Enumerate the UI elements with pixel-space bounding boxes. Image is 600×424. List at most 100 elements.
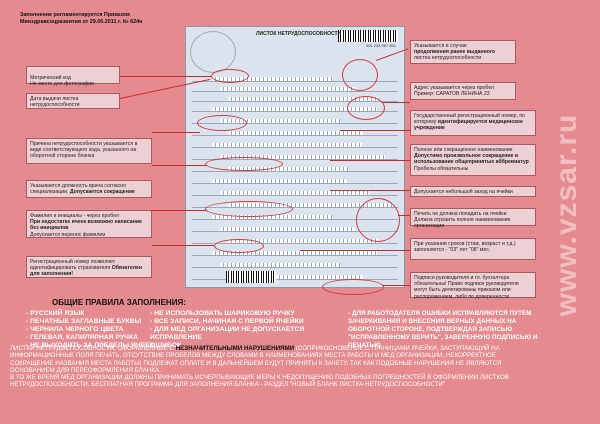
form-cells	[220, 191, 370, 195]
callout-tail: Должна отразить полное наименование орга…	[414, 217, 511, 230]
form-row	[192, 203, 398, 208]
form-row	[192, 227, 398, 232]
callout-barcode: Метрический код Не место для фотографии	[26, 66, 120, 88]
callout-text: Адрес указывается через пробел	[414, 85, 494, 91]
callout-bold: Обязателен для заполнения!	[30, 265, 142, 278]
rule-item: - НЕ ИСПОЛЬЗОВАТЬ ШАРИКОВУЮ РУЧКУ	[150, 310, 295, 317]
highlight-surname	[205, 201, 293, 217]
callout-text: При указании сроков (стаж, возраст и т.д…	[414, 241, 516, 254]
highlight-doctor	[205, 157, 283, 171]
form-cells	[212, 251, 377, 255]
connector-line	[398, 215, 412, 216]
callout-org-name: Полное или сокращенное наименование Допу…	[410, 144, 536, 176]
callout-doctor-position: Указывается должность врача согласно спе…	[26, 180, 152, 198]
callout-tail: Пробелы обязательны	[414, 165, 469, 172]
form-cells	[212, 215, 332, 219]
rule-item: ОШИБОК	[150, 342, 182, 349]
form-cells	[228, 131, 363, 135]
highlight-regnum	[214, 239, 264, 253]
header-line-2: Минздравсоцразвития от 29.06.2011 г. № 6…	[20, 18, 143, 25]
highlight-stamp-2	[356, 198, 400, 242]
header-note: Заполнение регламентируется Приказом Мин…	[20, 12, 180, 25]
callout-text: Допускается небольшой заход на ячейки	[414, 189, 513, 195]
highlight-date	[211, 69, 249, 83]
form-row	[192, 263, 398, 268]
callout-tail: листка нетрудоспособности	[414, 55, 482, 62]
bottom-text: ЛИСТКИ НЕТРУДОСПОСОБНОСТИ, ОФОРМЛЕННЫЕ С	[10, 345, 174, 352]
callout-issue-date: Дата выдачи листка нетрудоспособности	[26, 93, 120, 109]
form-number: 001 234 567 891	[365, 43, 396, 48]
callout-text: Печать не должна попадать на ячейки	[414, 211, 507, 217]
highlight-reason	[197, 115, 247, 131]
callout-signatures: Подписи руководителя и гл. бухгалтера об…	[410, 272, 536, 300]
callout-text: Полное или сокращенное наименование	[414, 147, 513, 153]
connector-line	[330, 190, 410, 191]
form-row	[192, 167, 398, 172]
photo-area-circle	[190, 31, 236, 73]
connector-line	[382, 285, 410, 286]
callout-ogrn: Государственный регистрационный номер, п…	[410, 110, 536, 136]
rule-item: - ДЛЯ МЕД ОРГАНИЗАЦИИ НЕ ДОПУСКАЕТСЯ ИСП…	[150, 326, 305, 341]
form-cells	[228, 97, 378, 101]
connector-line	[340, 130, 410, 131]
callout-text: Фамилия и инициалы - через пробел	[30, 213, 119, 219]
callout-stamp: Печать не должна попадать на ячейки Долж…	[410, 208, 536, 230]
form-cells	[220, 87, 355, 91]
form-row	[192, 191, 398, 196]
form-row	[192, 179, 398, 184]
form-row	[192, 275, 398, 280]
callout-cell-overlap: Допускается небольшой заход на ячейки	[410, 186, 536, 197]
callout-tail: Пример: САРАТОВ ЛЕНИНА 23	[414, 91, 490, 98]
bottom-note: ЛИСТКИ НЕТРУДОСПОСОБНОСТИ, ОФОРМЛЕННЫЕ С…	[10, 345, 530, 389]
form-row	[192, 97, 398, 102]
bottom-highlight: НЕЗНАЧИТЕЛЬНЫМИ НАРУШЕНИЯМИ	[175, 345, 295, 352]
callout-continuation: Указывается в случае продолжения ранее в…	[410, 40, 516, 64]
rule-item: - ВСЕ ЗАПИСИ, НАЧИНАЯ С ПЕРВОЙ ЯЧЕЙКИ	[150, 318, 304, 325]
form-row	[192, 251, 398, 256]
connector-line	[382, 102, 410, 103]
connector-line	[152, 245, 214, 246]
form-cells	[220, 155, 385, 159]
highlight-signatures	[322, 279, 384, 295]
callout-text: Государственный регистрационный номер, п…	[414, 113, 526, 126]
header-line-1: Заполнение регламентируется Приказом	[20, 12, 130, 18]
rule-item: - ГЕЛЕВАЯ, КАПИЛЯРНАЯ РУЧКА	[26, 334, 139, 341]
rule-item: - ПЕЧАТНЫЕ ЗАГЛАВНЫЕ БУКВЫ	[26, 318, 142, 325]
form-cells	[212, 77, 332, 81]
form-cells	[220, 263, 340, 267]
rule-item: - ЧЕРНИЛА ЧЕРНОГО ЦВЕТА	[26, 326, 124, 333]
callout-bold: Допускается сокращение	[69, 189, 135, 196]
bottom-paragraph-1: ЛИСТКИ НЕТРУДОСПОСОБНОСТИ, ОФОРМЛЕННЫЕ С…	[10, 345, 530, 374]
callout-text: Подписи руководителя и гл. бухгалтера об…	[414, 275, 519, 300]
form-row	[192, 131, 398, 136]
form-row	[192, 87, 398, 92]
bottom-text: (СОПРИКОСНОВЕНИЕ С ГРАНИЦАМИ ЯЧЕЙКИ, ЗАС…	[10, 345, 502, 374]
rule-item: ОБОРОТНОЙ СТОРОНЕ, ПОДТВЕРЖДАЯ ЗАПИСЬЮ	[348, 326, 513, 333]
rules-column-2: - НЕ ИСПОЛЬЗОВАТЬ ШАРИКОВУЮ РУЧКУ - ВСЕ …	[150, 310, 340, 350]
callout-text: Причина нетрудоспособности указывается в…	[30, 141, 138, 160]
connector-line	[152, 132, 200, 133]
bottom-paragraph-2: В ТО ЖЕ ВРЕМЯ МЕД ОРГАНИЗАЦИИ ДОЛЖНЫ ПРИ…	[10, 374, 509, 389]
form-cells	[212, 179, 347, 183]
bottom-barcode	[226, 271, 276, 283]
rule-item: "ИСПРАВЛЕННОМУ ВЕРИТЬ", ЗАВЕРЕННУЮ ПОДПИ…	[348, 334, 538, 349]
form-row	[192, 239, 398, 244]
form-cells	[228, 167, 348, 171]
connector-line	[152, 210, 207, 211]
callout-bold: При недостатке ячеек возможно написание …	[30, 219, 142, 232]
callout-text: Метрический код Не место для фотографии	[30, 75, 95, 88]
form-row	[192, 77, 398, 82]
form-cells	[212, 107, 377, 111]
callout-surname: Фамилия и инициалы - через пробел При не…	[26, 210, 152, 238]
connector-line	[152, 165, 207, 166]
callout-bold: продолжения ранее выданного	[414, 49, 496, 56]
highlight-address	[347, 96, 385, 120]
rule-item: - РУССКИЙ ЯЗЫК	[26, 310, 85, 317]
form-cells	[228, 203, 393, 207]
rule-item: ЗАЧЕРКИВАНИЯ И ВНЕСЕНИЯ ВЕРНЫХ ДАННЫХ НА	[348, 318, 517, 325]
form-cells	[220, 227, 355, 231]
watermark-text: www.vzsar.ru	[550, 113, 583, 317]
callout-text: Дата выдачи листка нетрудоспособности	[30, 96, 80, 109]
connector-line	[120, 76, 212, 77]
